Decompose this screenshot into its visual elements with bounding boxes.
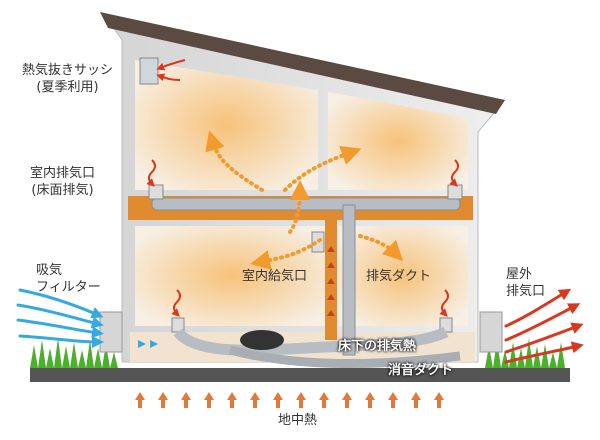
intake-air-arrows bbox=[16, 288, 104, 348]
heat-sash-note: (夏季利用) bbox=[36, 80, 99, 95]
intake-filter-box bbox=[99, 311, 123, 353]
intake-inside-arrows bbox=[138, 340, 158, 348]
exhaust-air-arrows bbox=[504, 288, 584, 364]
exhaust-duct-label: 排気ダクト bbox=[366, 269, 432, 284]
ground-heat-arrows bbox=[135, 392, 444, 408]
heat-sash-window bbox=[139, 57, 159, 85]
heat-sash-label: 熱気抜きサッシ (夏季利用) bbox=[22, 62, 113, 96]
ground-heat-arrow bbox=[181, 392, 191, 408]
intake-title: 吸気 bbox=[36, 263, 63, 278]
ground-heat-arrow bbox=[227, 392, 237, 408]
room-upper-right bbox=[328, 92, 468, 190]
exhaust-vent-right bbox=[447, 184, 463, 200]
indoor-exhaust-title: 室内排気口 bbox=[30, 166, 96, 181]
ground-heat-arrow bbox=[411, 392, 421, 408]
ground-heat-arrow bbox=[296, 392, 306, 408]
outdoor-title: 屋外 bbox=[506, 267, 533, 282]
indoor-supply-label: 室内給気口 bbox=[242, 269, 308, 284]
outdoor-exhaust-title: 排気口 bbox=[506, 284, 546, 299]
grass-left bbox=[30, 338, 118, 368]
intake-label: 吸気 フィルター bbox=[36, 262, 101, 296]
silencer-duct-label: 消音ダクト bbox=[388, 363, 454, 378]
ground-heat-arrow bbox=[342, 392, 352, 408]
vertical-duct bbox=[342, 204, 356, 356]
ground-heat-arrow bbox=[250, 392, 260, 408]
ground-heat-arrow bbox=[319, 392, 329, 408]
ground-heat-arrow bbox=[135, 392, 145, 408]
indoor-exhaust-note: (床面排気) bbox=[31, 183, 94, 198]
upper-duct bbox=[151, 197, 461, 211]
exhaust-fan bbox=[240, 330, 284, 350]
outdoor-exhaust-box bbox=[479, 311, 503, 353]
silencer-duct bbox=[228, 345, 461, 369]
ground-heat-arrow bbox=[365, 392, 375, 408]
vent-intake-arrows bbox=[146, 59, 459, 317]
roof bbox=[100, 12, 505, 114]
warm-air-flows bbox=[205, 130, 404, 270]
underfloor-heat-label: 床下の排気熱 bbox=[338, 339, 417, 354]
riser-arrows bbox=[327, 246, 335, 316]
heat-sash-title: 熱気抜きサッシ bbox=[22, 63, 114, 78]
ground-slab bbox=[30, 368, 570, 382]
ground-heat-label: 地中熱 bbox=[278, 413, 318, 428]
grass-right bbox=[485, 338, 565, 368]
ground-heat-arrow bbox=[204, 392, 214, 408]
outdoor-exhaust-label: 屋外 排気口 bbox=[506, 266, 545, 300]
ground-heat-arrow bbox=[434, 392, 444, 408]
ground-heat-arrow bbox=[158, 392, 168, 408]
indoor-exhaust-label: 室内排気口 (床面排気) bbox=[30, 165, 95, 199]
filter-title: フィルター bbox=[36, 280, 101, 295]
exhaust-vent-left bbox=[148, 184, 164, 200]
ground-heat-arrow bbox=[273, 392, 283, 408]
room-lower-left bbox=[135, 226, 330, 326]
ground-heat-arrow bbox=[388, 392, 398, 408]
underfloor-duct bbox=[173, 326, 449, 356]
room-upper-left bbox=[135, 60, 318, 190]
